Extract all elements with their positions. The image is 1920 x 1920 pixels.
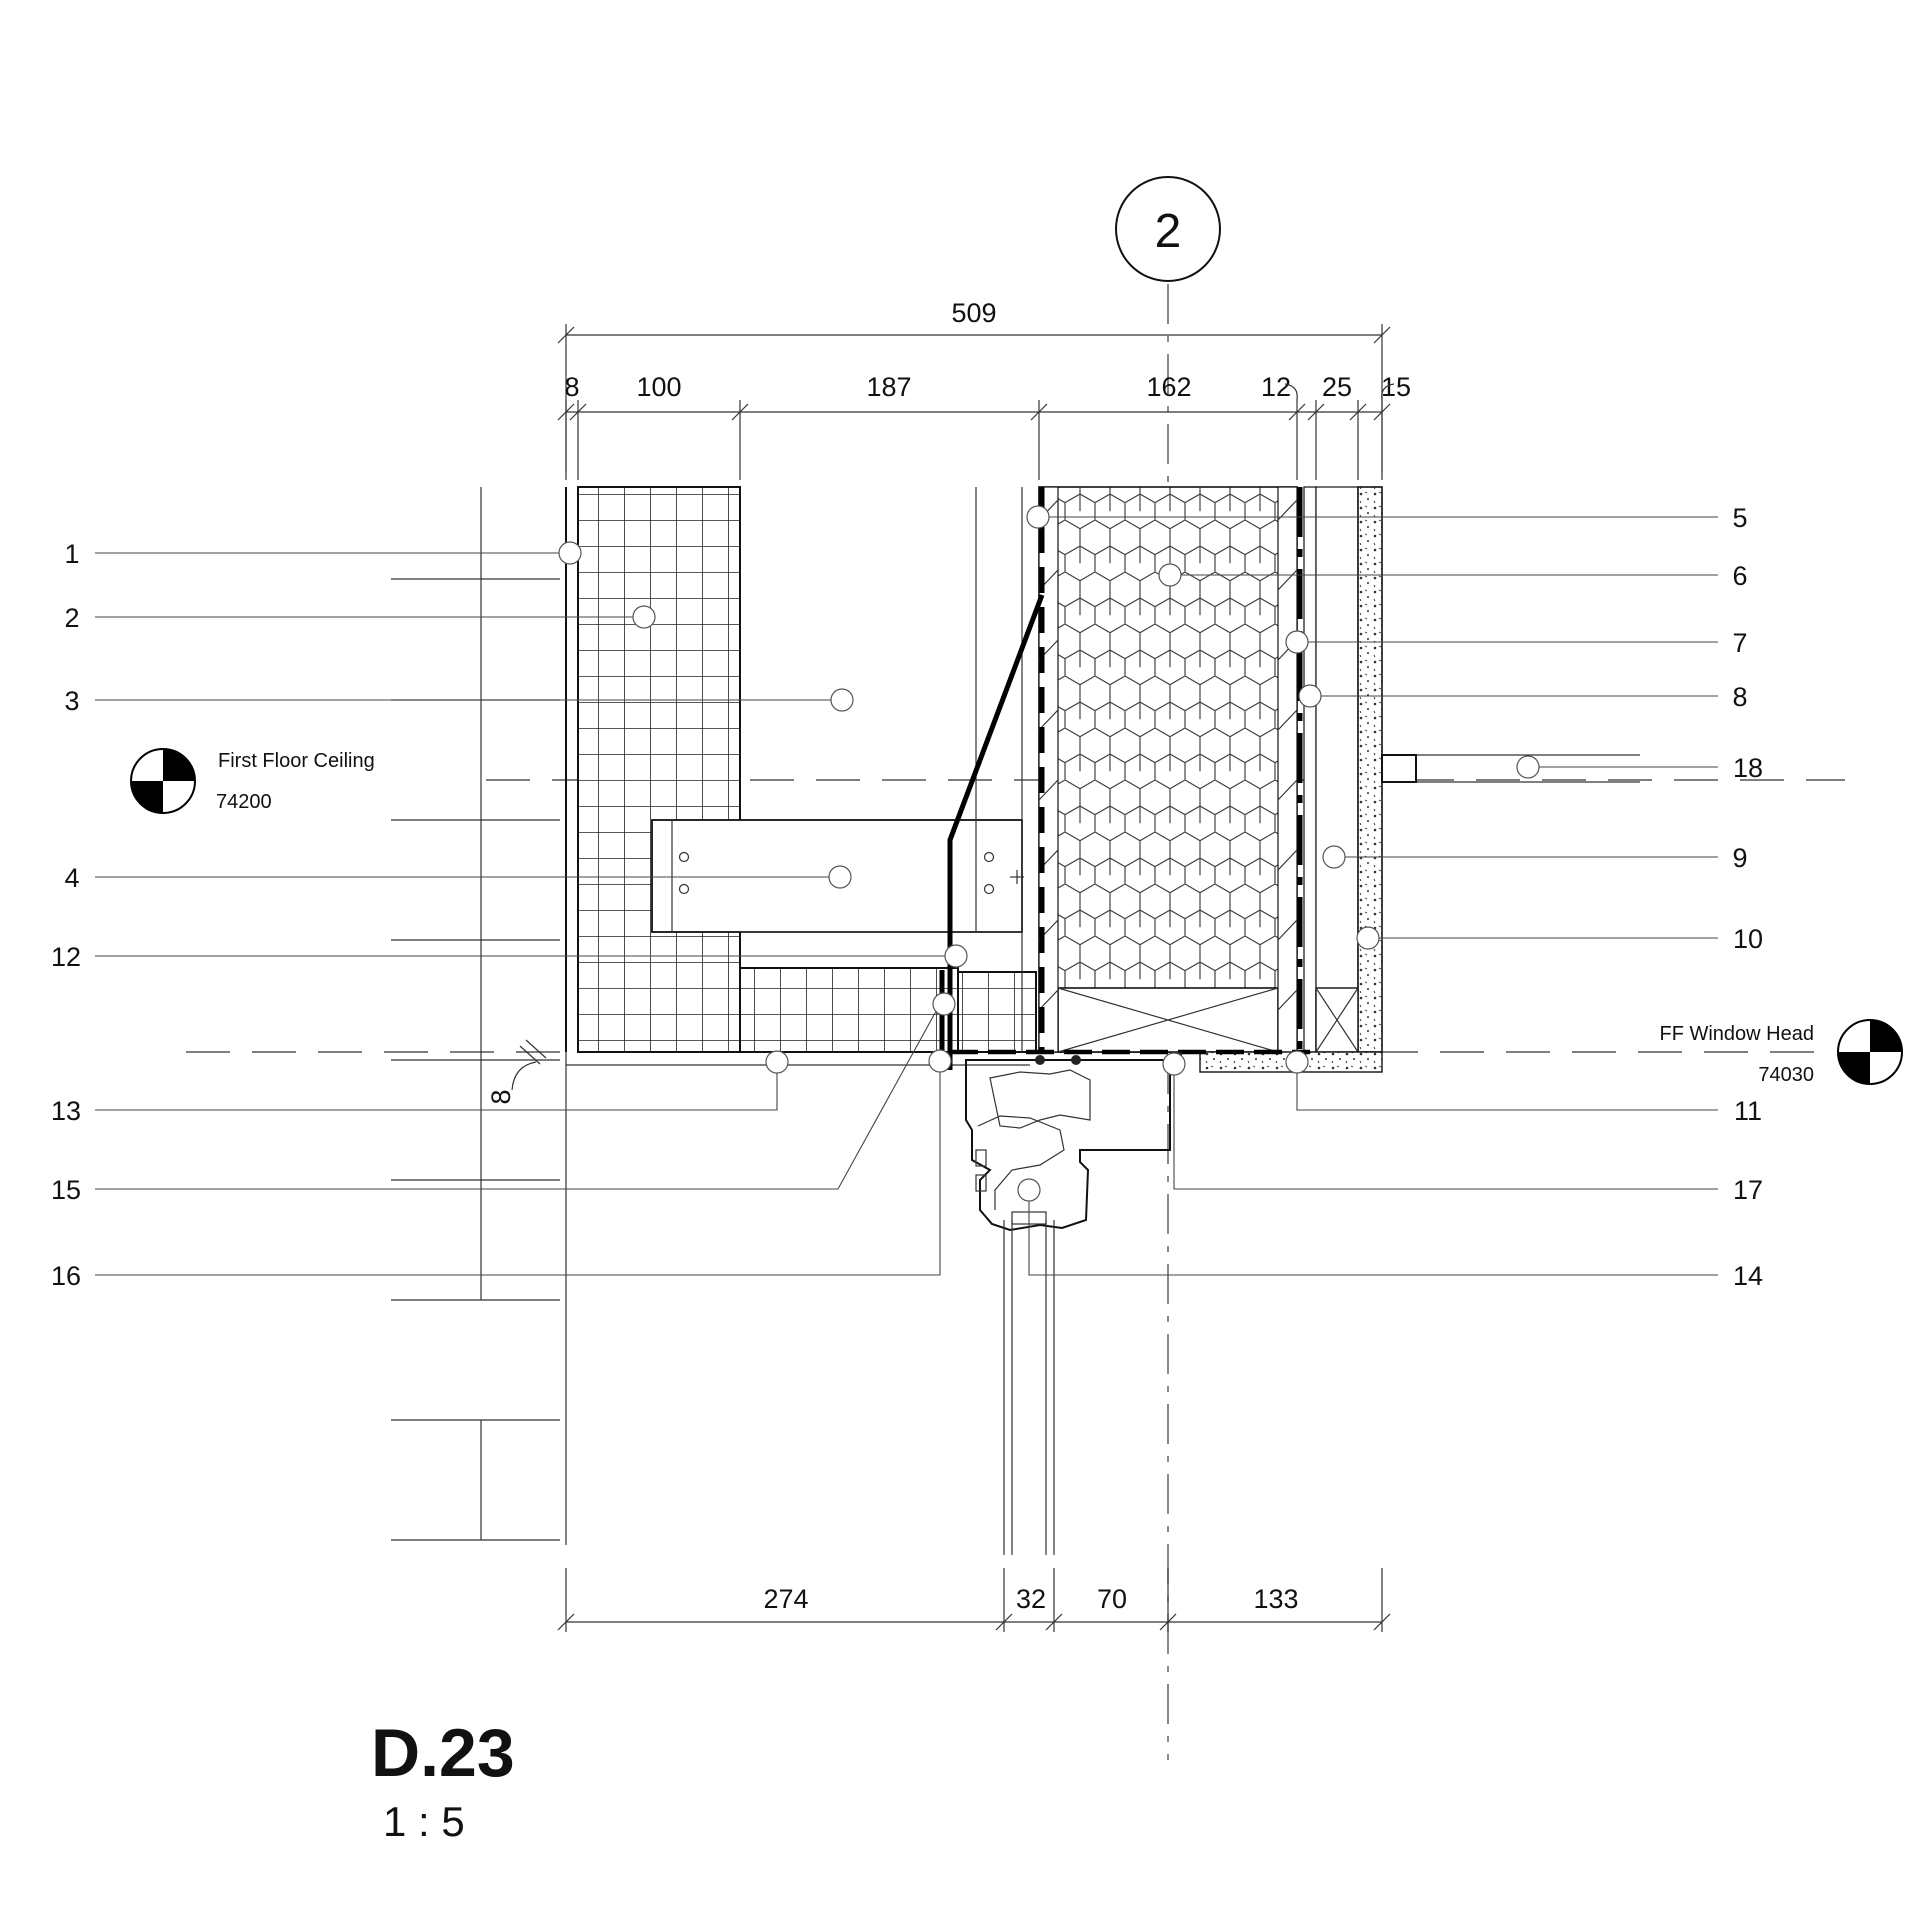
- cladding-zone: [1199, 486, 1640, 1073]
- callout-right-4: 8: [1732, 682, 1747, 712]
- dimension-top-2: 100: [636, 372, 681, 402]
- callout-left-4: 4: [64, 863, 79, 893]
- callout-right-2: 6: [1732, 561, 1747, 591]
- level-value-first-floor-ceiling: 74200: [216, 791, 272, 813]
- dimension-top-4: 162: [1146, 372, 1191, 402]
- dimension-bottom-4: 133: [1253, 1584, 1298, 1614]
- detail-title: D.23 1 : 5: [371, 1715, 515, 1845]
- dimension-top-5: 12: [1261, 372, 1291, 402]
- window-frame: [965, 1052, 1182, 1555]
- level-name-first-floor-ceiling: First Floor Ceiling: [218, 750, 375, 772]
- level-value-ff-window-head: 74030: [1758, 1064, 1814, 1086]
- dimension-bottom-2: 32: [1016, 1584, 1046, 1614]
- callout-left-2: 2: [64, 603, 79, 633]
- dimension-top-6: 25: [1322, 372, 1352, 402]
- callout-right-7: 10: [1733, 924, 1763, 954]
- callout-right-1: 5: [1732, 503, 1747, 533]
- callouts-left: 1 2 3 4 12 13 15 16: [51, 539, 968, 1291]
- dimension-overall: 509: [951, 298, 996, 328]
- interior-framing: [391, 487, 567, 1545]
- callout-left-3: 3: [64, 686, 79, 716]
- dimension-side: 8: [486, 1089, 516, 1104]
- dimension-top-3: 187: [866, 372, 911, 402]
- level-marker-ff-window-head: FF Window Head 74030: [1660, 1019, 1903, 1086]
- top-dimension-string: 509 8 100 187 162 12 25 15: [557, 298, 1411, 480]
- block-wall: [565, 486, 1037, 1066]
- dimension-bottom-1: 274: [763, 1584, 808, 1614]
- callout-right-5: 18: [1733, 753, 1763, 783]
- bottom-dimension-string: 274 32 70 133: [557, 1568, 1391, 1632]
- callout-right-10: 14: [1733, 1261, 1763, 1291]
- callout-right-9: 17: [1733, 1175, 1763, 1205]
- dimension-bottom-3: 70: [1097, 1584, 1127, 1614]
- detail-scale: 1 : 5: [383, 1798, 465, 1845]
- level-name-ff-window-head: FF Window Head: [1660, 1023, 1815, 1045]
- callout-right-6: 9: [1732, 843, 1747, 873]
- side-dimension: 8: [486, 1039, 547, 1105]
- callout-right-3: 7: [1732, 628, 1747, 658]
- callout-left-8: 16: [51, 1261, 81, 1291]
- dimension-top-1: 8: [564, 372, 579, 402]
- callout-left-6: 13: [51, 1096, 81, 1126]
- grid-marker-label: 2: [1155, 205, 1182, 258]
- callout-left-1: 1: [64, 539, 79, 569]
- callouts-right: 5 6 7 8 18 9 10 11 17 14: [1017, 503, 1763, 1291]
- level-marker-first-floor-ceiling: First Floor Ceiling 74200: [130, 748, 375, 814]
- callout-left-5: 12: [51, 942, 81, 972]
- detail-code: D.23: [371, 1715, 515, 1791]
- callout-right-8: 11: [1734, 1096, 1762, 1126]
- callout-left-7: 15: [51, 1175, 81, 1205]
